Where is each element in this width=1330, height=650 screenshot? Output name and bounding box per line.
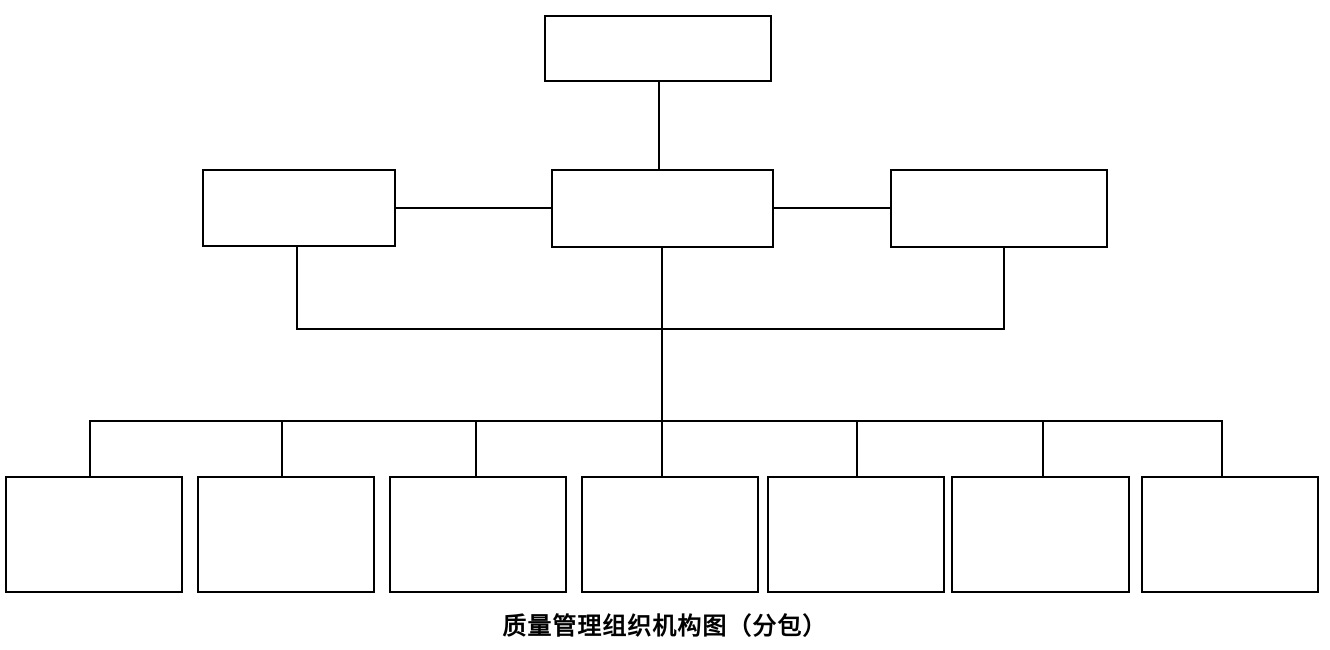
connector-drop-5 — [856, 420, 858, 476]
connector-distribution-bus — [89, 420, 1223, 422]
connector-drop-1 — [89, 420, 91, 476]
connector-center-to-right — [773, 207, 891, 209]
connector-drop-6 — [1042, 420, 1044, 476]
connector-left-to-center — [395, 207, 552, 209]
org-box-row2-right — [890, 169, 1108, 248]
org-box-top — [544, 15, 772, 82]
connector-top-to-center — [658, 81, 660, 170]
connector-rightbox-drop — [1003, 247, 1005, 330]
org-box-row3-7 — [1141, 476, 1319, 593]
org-box-row3-2 — [197, 476, 375, 593]
connector-leftbox-drop — [296, 246, 298, 330]
org-box-row3-4 — [581, 476, 759, 593]
connector-drop-7 — [1221, 420, 1223, 476]
connector-center-long-drop — [661, 247, 663, 476]
org-box-row3-1 — [5, 476, 183, 593]
org-box-row2-center — [551, 169, 774, 248]
connector-drop-3 — [475, 420, 477, 476]
org-box-row3-3 — [389, 476, 567, 593]
connector-drop-2 — [281, 420, 283, 476]
org-box-row3-5 — [767, 476, 945, 593]
connector-collector-line — [296, 328, 1005, 330]
org-box-row2-left — [202, 169, 396, 247]
diagram-caption: 质量管理组织机构图（分包） — [502, 614, 828, 640]
org-box-row3-6 — [951, 476, 1130, 593]
